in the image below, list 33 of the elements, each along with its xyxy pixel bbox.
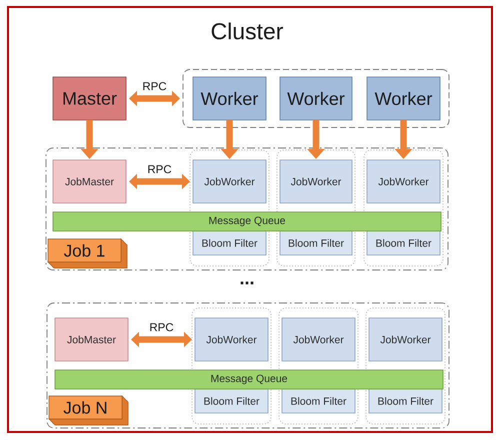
worker-box: Worker <box>280 76 352 120</box>
edge-label: RPC <box>141 81 168 92</box>
job-worker-box: JobWorker <box>366 160 440 204</box>
job-worker-box: JobWorker <box>280 160 352 204</box>
filter-box: Bloom Filter <box>368 388 442 414</box>
job-worker-box: JobWorker <box>282 318 356 362</box>
ellipsis: ... <box>240 282 254 284</box>
queue-bar: Message Queue <box>54 370 444 390</box>
edge-label: RPC <box>146 164 173 174</box>
job-worker-box: JobWorker <box>192 160 266 204</box>
double-arrow <box>129 174 190 190</box>
column-frame <box>366 308 446 424</box>
job-master-box: JobMaster <box>54 318 128 362</box>
group-frame <box>182 69 450 128</box>
job-frame <box>46 302 450 428</box>
double-arrow <box>131 332 192 348</box>
queue-bar: Message Queue <box>52 212 442 232</box>
job-frame <box>46 148 448 270</box>
job-worker-box: JobWorker <box>194 318 268 362</box>
filter-box: Bloom Filter <box>282 388 356 414</box>
master-box: Master <box>52 76 126 120</box>
title: Cluster <box>212 22 284 40</box>
column-frame <box>364 150 444 266</box>
filter-box: Bloom Filter <box>194 388 268 414</box>
filter-box: Bloom Filter <box>280 230 352 256</box>
edge-label: RPC <box>148 322 175 332</box>
job-worker-box: JobWorker <box>368 318 442 362</box>
worker-box: Worker <box>366 76 440 120</box>
double-arrow <box>129 90 180 106</box>
filter-box: Bloom Filter <box>366 230 440 256</box>
job-master-box: JobMaster <box>52 160 126 204</box>
filter-box: Bloom Filter <box>192 230 266 256</box>
worker-box: Worker <box>192 76 266 120</box>
